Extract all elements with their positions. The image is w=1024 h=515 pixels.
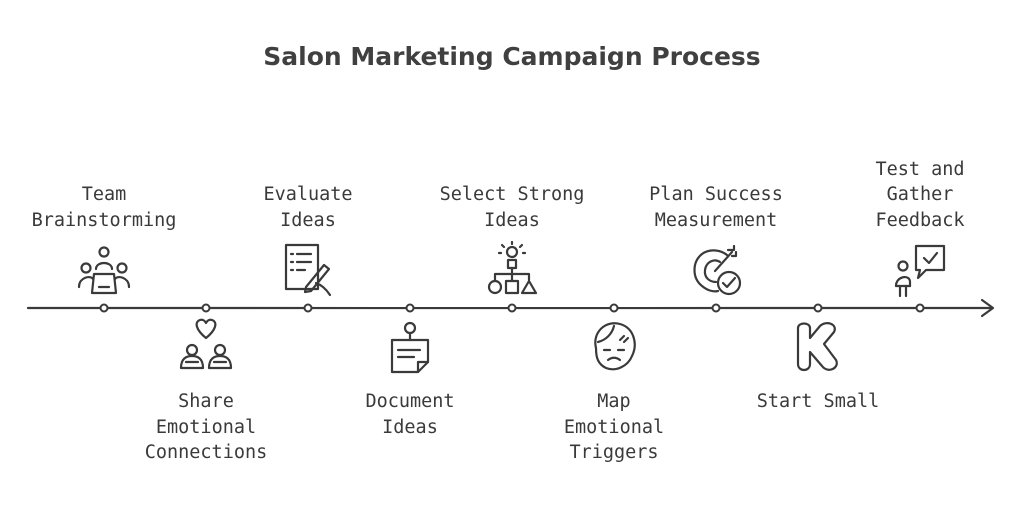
target-check-icon xyxy=(688,242,744,298)
k-shape-icon xyxy=(790,318,846,374)
timeline-node-4 xyxy=(405,303,415,313)
face-emotion-icon xyxy=(586,318,642,374)
step-5-label: Select Strong Ideas xyxy=(439,184,585,231)
timeline-arrowhead xyxy=(980,298,995,318)
timeline-nodes xyxy=(99,303,925,313)
timeline-node-9 xyxy=(915,303,925,313)
timeline-node-7 xyxy=(711,303,721,313)
timeline-node-6 xyxy=(609,303,619,313)
person-feedback-icon xyxy=(892,242,948,298)
step-3-label: Evaluate Ideas xyxy=(263,184,353,231)
step-9-label: Test and Gather Feedback xyxy=(875,158,965,231)
heart-people-icon xyxy=(178,316,234,372)
timeline-node-2 xyxy=(201,303,211,313)
timeline-node-5 xyxy=(507,303,517,313)
pinned-note-icon xyxy=(382,320,438,376)
timeline-node-3 xyxy=(303,303,313,313)
timeline-line xyxy=(26,306,994,310)
step-8-label: Start Small xyxy=(756,391,880,412)
step-1-label: Team Brainstorming xyxy=(31,184,177,231)
step-4-label: Document Ideas xyxy=(365,391,455,438)
step-2-label: Share Emotional Connections xyxy=(144,391,268,463)
idea-hierarchy-icon xyxy=(484,240,540,298)
step-7-label: Plan Success Measurement xyxy=(649,184,783,231)
team-meeting-icon xyxy=(76,241,132,297)
diagram-title: Salon Marketing Campaign Process xyxy=(263,42,761,71)
timeline-node-8 xyxy=(813,303,823,313)
clipboard-signing-icon xyxy=(280,241,336,297)
timeline-node-1 xyxy=(99,303,109,313)
step-6-label: Map Emotional Triggers xyxy=(563,391,665,463)
